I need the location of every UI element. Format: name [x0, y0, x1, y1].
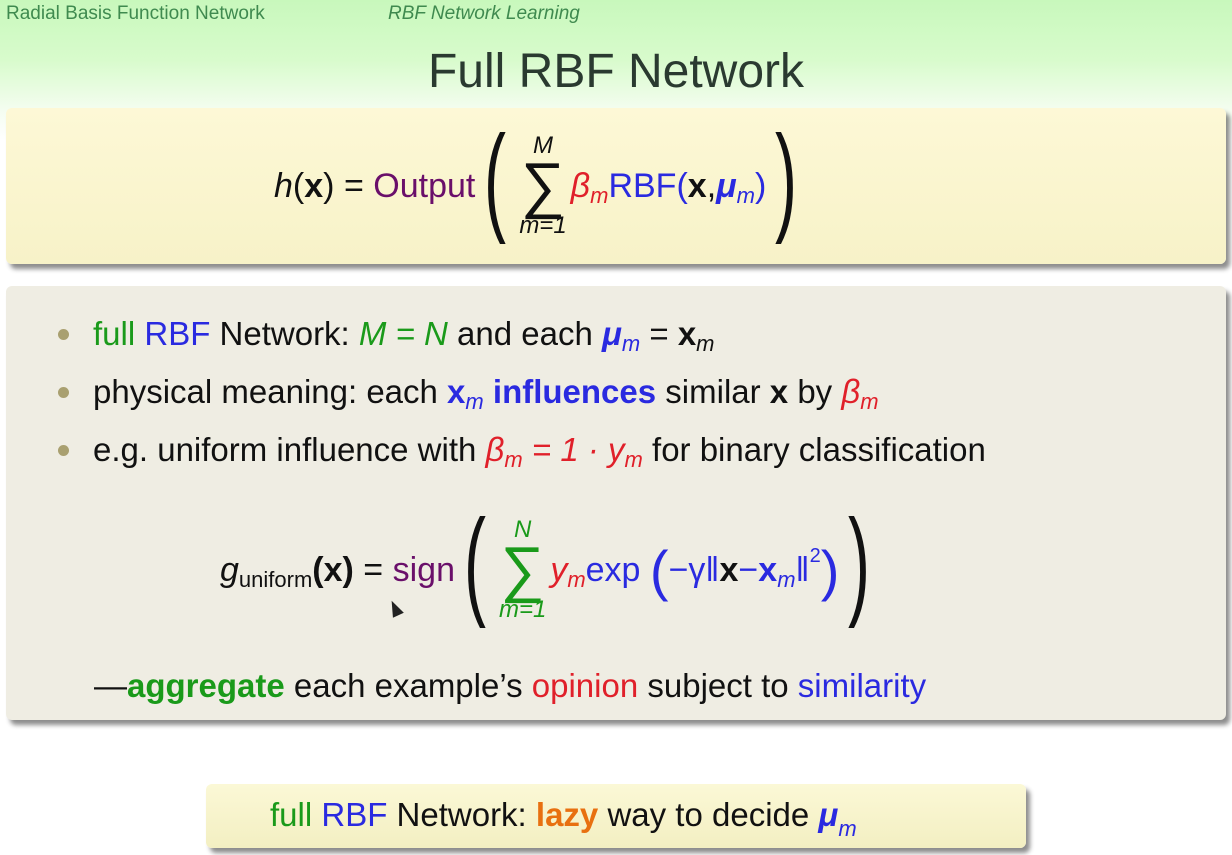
exp: exp [585, 550, 641, 589]
bullet-icon [58, 328, 69, 340]
t: each example’s [284, 667, 532, 704]
t: subject to [638, 667, 798, 704]
summation: M∑m=1 [519, 134, 566, 238]
t: aggregate [127, 667, 285, 704]
t: m [465, 389, 484, 414]
beta-sub: m [590, 183, 609, 208]
sum-upper: M [532, 132, 553, 160]
x-arg: (x) [312, 550, 354, 589]
t: m [504, 447, 523, 472]
t: x [677, 315, 697, 352]
sign-op: sign [392, 550, 455, 589]
g-sub: uniform [238, 567, 313, 592]
t: m [696, 331, 715, 356]
g: g [220, 550, 239, 589]
right-paren: ) [848, 495, 871, 629]
t: similarity [797, 667, 927, 704]
output-op: Output [373, 166, 476, 205]
t: influences [483, 373, 657, 410]
x-symbol: x [304, 166, 324, 205]
t: RBF [135, 315, 211, 352]
t: Network: [210, 315, 359, 352]
t: by [788, 373, 842, 410]
t: 2 [809, 544, 821, 567]
equals: = [343, 166, 364, 205]
mu-sub: m [736, 183, 755, 208]
t: x [769, 373, 789, 410]
content-box [6, 286, 1226, 720]
t: e.g. uniform influence with [93, 431, 486, 468]
t: lazy [535, 796, 599, 833]
t: m [621, 331, 641, 356]
mu: μ [716, 166, 737, 205]
summary-box: full RBF Network: lazy way to decide μm [206, 784, 1026, 848]
sigma: ∑ [500, 535, 545, 605]
y-sub: m [567, 567, 586, 592]
t: = 1 · y [522, 431, 625, 468]
sigma: ∑ [520, 151, 566, 221]
t: way to decide [598, 796, 819, 833]
t: m [838, 816, 857, 841]
t: similar [656, 373, 770, 410]
rbf-func: RBF( [608, 166, 688, 205]
t: x [447, 373, 466, 410]
paren: ( [649, 538, 669, 602]
t: ‖ [795, 550, 810, 589]
t: M = N [358, 315, 448, 352]
sum-lower: m=1 [519, 211, 567, 239]
t: m [860, 389, 879, 414]
aggregate-line: —aggregate each example’s opinion subjec… [94, 667, 926, 705]
t: RBF [312, 796, 388, 833]
t: full [270, 796, 313, 833]
summation: N∑m=1 [499, 518, 546, 622]
t: β [485, 431, 505, 468]
bullet-icon [58, 444, 69, 456]
y: y [550, 550, 568, 589]
x-arg: x [687, 166, 707, 205]
t: = [640, 315, 678, 352]
t: opinion [531, 667, 639, 704]
t: physical meaning: each [93, 373, 448, 410]
t: — [94, 667, 127, 704]
h-symbol: h [274, 166, 293, 205]
t: μ [601, 315, 622, 352]
right-paren: ) [775, 111, 798, 245]
t: β [841, 373, 861, 410]
comma: , [706, 166, 717, 205]
t: x [719, 550, 739, 589]
left-paren: ( [463, 495, 486, 629]
left-paren: ( [484, 111, 507, 245]
t: m [777, 567, 796, 592]
t: Network: [387, 796, 536, 833]
t: x [758, 550, 778, 589]
t: −γ‖ [668, 550, 720, 589]
t: and each [447, 315, 602, 352]
paren: ) [820, 538, 840, 602]
close-paren: ) [754, 166, 767, 205]
section-header-right: RBF Network Learning [388, 3, 580, 24]
t: μ [818, 796, 839, 833]
t: − [738, 550, 759, 589]
beta: β [570, 166, 591, 205]
t: m [624, 447, 643, 472]
sum-lower: m=1 [498, 595, 547, 623]
sum-upper: N [513, 516, 532, 544]
t: for binary classification [642, 431, 986, 468]
section-header-left: Radial Basis Function Network [6, 3, 265, 24]
slide-title: Full RBF Network [427, 45, 805, 98]
bullet-icon [58, 386, 69, 398]
equals: = [363, 550, 384, 589]
t: full [93, 315, 136, 352]
